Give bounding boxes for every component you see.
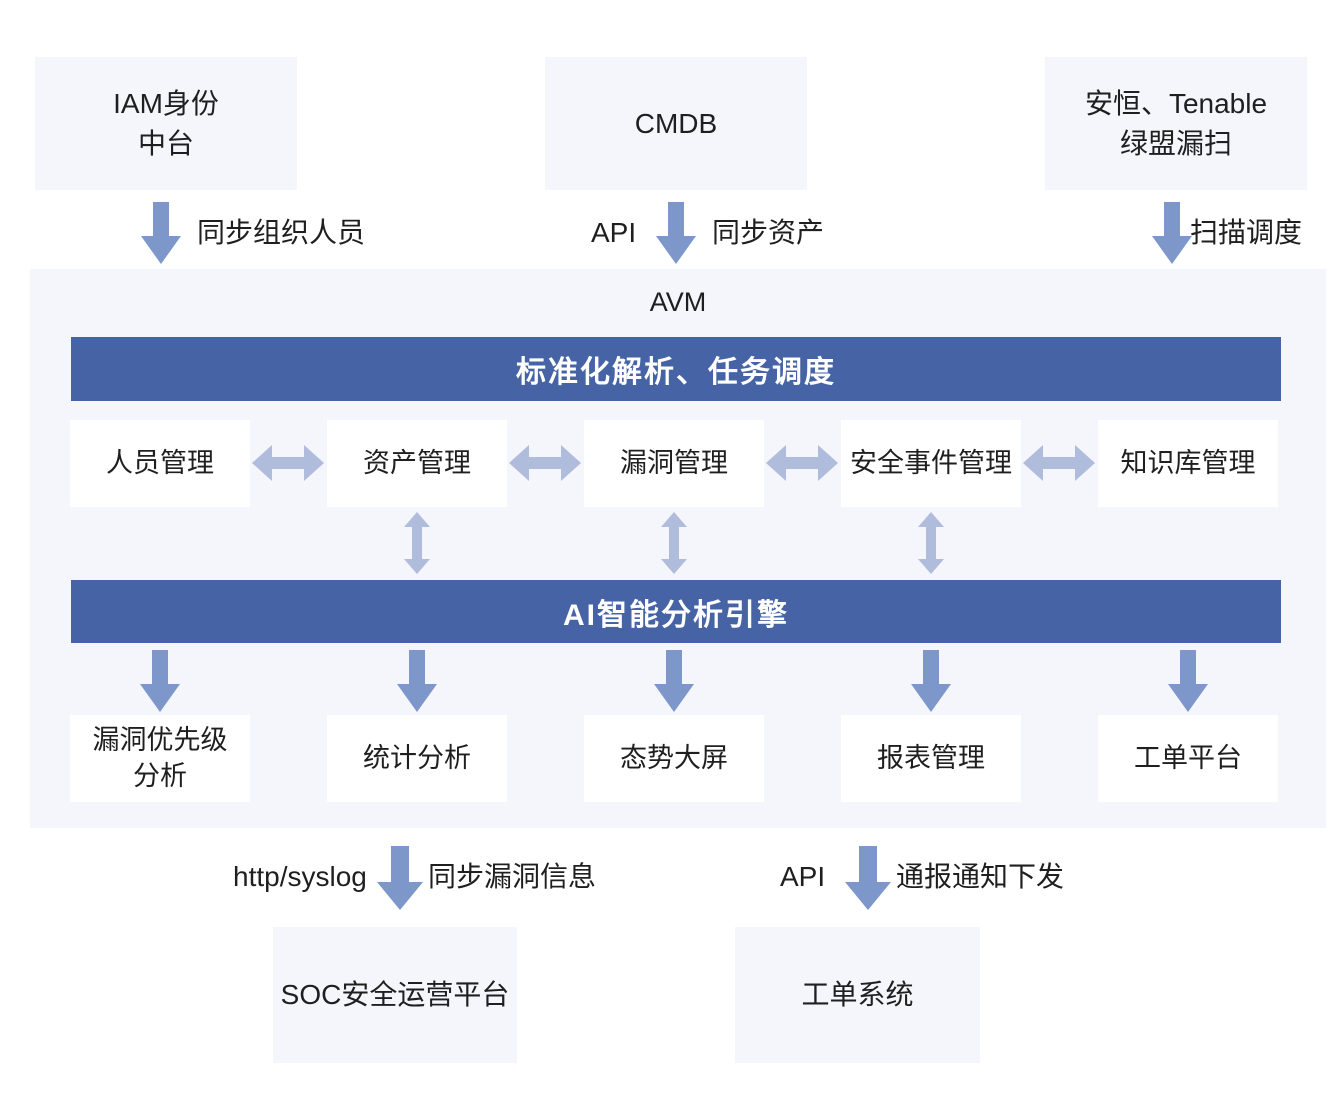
horizontal-double-arrow-icon (509, 445, 581, 481)
module-box-vuln-mgmt: 漏洞管理 (584, 420, 764, 507)
output-box-vuln-priority-analysis: 漏洞优先级 分析 (70, 715, 250, 802)
inbound-flow-api-label: API (591, 217, 637, 248)
source-box-scanners-label: 安恒、Tenable 绿盟漏扫 (1084, 88, 1268, 159)
down-arrow-icon (654, 650, 694, 712)
output-box-report-mgmt: 报表管理 (841, 715, 1021, 802)
horizontal-double-arrow-icon (252, 445, 324, 481)
module-box-knowledge-base-mgmt: 知识库管理 (1098, 420, 1278, 507)
down-arrow-icon (656, 202, 696, 264)
outbound-flow-notify-dispatch-label: 通报通知下发 (896, 861, 1065, 892)
vertical-double-arrow-icon (661, 512, 687, 574)
horizontal-double-arrow-icon (766, 445, 838, 481)
output-box-statistical-analysis: 统计分析 (327, 715, 507, 802)
output-box-ticket-platform: 工单平台 (1098, 715, 1278, 802)
target-box-soc: SOC安全运营平台 (273, 927, 517, 1063)
module-box-personnel-mgmt: 人员管理 (70, 420, 250, 507)
vertical-double-arrow-icon (918, 512, 944, 574)
source-box-iam-label: IAM身份 中台 (113, 88, 219, 159)
ai-engine-bar: AI智能分析引擎 (71, 580, 1281, 643)
source-box-iam: IAM身份 中台 (35, 57, 297, 190)
target-box-ticket-system: 工单系统 (735, 927, 980, 1063)
down-arrow-icon (140, 650, 180, 712)
vertical-double-arrow-icon (404, 512, 430, 574)
source-box-scanners: 安恒、Tenable 绿盟漏扫 (1045, 57, 1307, 190)
down-arrow-icon (377, 846, 423, 910)
source-box-cmdb: CMDB (545, 57, 807, 190)
output-box-situation-dashboard: 态势大屏 (584, 715, 764, 802)
outbound-flow-api-label: API (780, 861, 826, 892)
down-arrow-icon (911, 650, 951, 712)
avm-title: AVM (649, 287, 707, 317)
module-box-security-event-mgmt: 安全事件管理 (841, 420, 1021, 507)
down-arrow-icon (1152, 202, 1192, 264)
source-box-cmdb-label: CMDB (634, 107, 718, 139)
standardization-bar: 标准化解析、任务调度 (71, 337, 1281, 401)
inbound-flow-scan-schedule-label: 扫描调度 (1190, 217, 1303, 248)
target-box-soc-label: SOC安全运营平台 (280, 979, 510, 1011)
target-box-ticket-system-label: 工单系统 (801, 979, 914, 1011)
down-arrow-icon (845, 846, 891, 910)
outbound-flow-sync-vuln-info-label: 同步漏洞信息 (428, 861, 597, 892)
inbound-flow-sync-assets-label: 同步资产 (712, 217, 825, 248)
inbound-flow-sync-personnel-label: 同步组织人员 (197, 217, 366, 248)
down-arrow-icon (141, 202, 181, 264)
horizontal-double-arrow-icon (1023, 445, 1095, 481)
down-arrow-icon (397, 650, 437, 712)
down-arrow-icon (1168, 650, 1208, 712)
avm-container: AVM 标准化解析、任务调度 人员管理 资产管理 漏洞管理 安全事件管理 知识库… (30, 269, 1326, 828)
outbound-flow-http-syslog-label: http/syslog (233, 861, 367, 892)
module-box-asset-mgmt: 资产管理 (327, 420, 507, 507)
